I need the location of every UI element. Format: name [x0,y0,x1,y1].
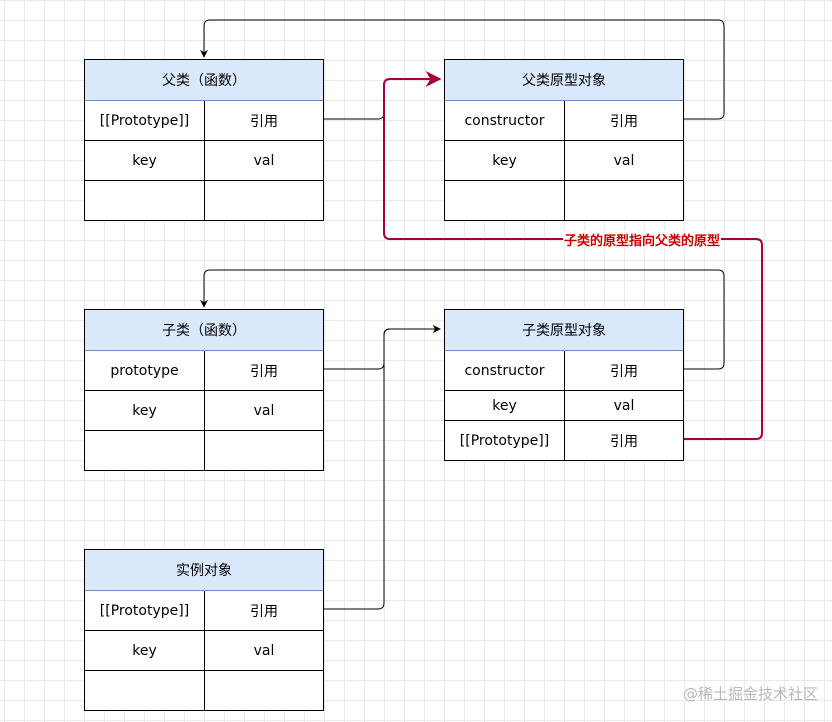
table-cell: key [132,152,157,169]
table-cell: 引用 [564,101,683,140]
table-cell: key [132,402,157,419]
table-row: constructor 引用 [445,101,683,141]
table-row: key val [445,141,683,181]
table-cell: [[Prototype]] [459,432,550,449]
table-cell [204,181,323,220]
table-cell: 引用 [204,351,323,390]
table-row: constructor 引用 [445,351,683,391]
table-cell [85,181,204,220]
table-cell [445,181,564,220]
table-row [445,181,683,220]
table-cell: 引用 [564,351,683,390]
table-row: [[Prototype]] 引用 [445,421,683,460]
table-cell: 引用 [204,591,323,630]
table-cell: key [492,152,517,169]
table-row: [[Prototype]] 引用 [85,101,323,141]
table-row [85,671,323,710]
table-instance-object: 实例对象 [[Prototype]] 引用 key val [84,549,324,711]
table-cell: val [564,141,683,180]
table-cell: val [204,141,323,180]
table-cell [85,671,204,710]
table-row: prototype 引用 [85,351,323,391]
table-cell [204,431,323,470]
table-cell [204,671,323,710]
table-cell: val [564,391,683,420]
table-cell: 引用 [564,421,683,460]
edge-label-child-to-parent-prototype: 子类的原型指向父类的原型 [563,230,722,249]
table-cell: key [492,397,517,414]
edge-parent-prototype-ref [324,75,441,120]
edge-parent-constructor-to-parent-function [200,19,725,120]
table-cell: val [204,391,323,430]
table-cell: constructor [464,362,545,379]
table-cell: val [204,631,323,670]
table-row: key val [85,631,323,671]
table-parent-function: 父类（函数） [[Prototype]] 引用 key val [84,59,324,221]
table-cell: [[Prototype]] [99,602,190,619]
edge-child-constructor-to-child-function [200,269,725,370]
table-row [85,181,323,220]
table-child-prototype: 子类原型对象 constructor 引用 key val [[Prototyp… [444,309,684,461]
table-header: 子类原型对象 [445,310,683,351]
table-parent-prototype: 父类原型对象 constructor 引用 key val [444,59,684,221]
table-row: key val [85,391,323,431]
edge-instance-prototype-ref [324,325,441,610]
table-cell: key [132,642,157,659]
table-row: [[Prototype]] 引用 [85,591,323,631]
table-cell [564,181,683,220]
table-cell: constructor [464,112,545,129]
table-row [85,431,323,470]
table-cell: [[Prototype]] [99,112,190,129]
table-row: key val [85,141,323,181]
table-cell [85,431,204,470]
table-header: 子类（函数） [85,310,323,351]
watermark-text: @稀土掘金技术社区 [682,685,818,703]
table-child-function: 子类（函数） prototype 引用 key val [84,309,324,471]
table-header: 实例对象 [85,550,323,591]
table-header: 父类原型对象 [445,60,683,101]
table-cell: 引用 [204,101,323,140]
edge-child-prototype-ref [324,325,441,370]
table-header: 父类（函数） [85,60,323,101]
table-row: key val [445,391,683,421]
table-cell: prototype [110,362,179,379]
